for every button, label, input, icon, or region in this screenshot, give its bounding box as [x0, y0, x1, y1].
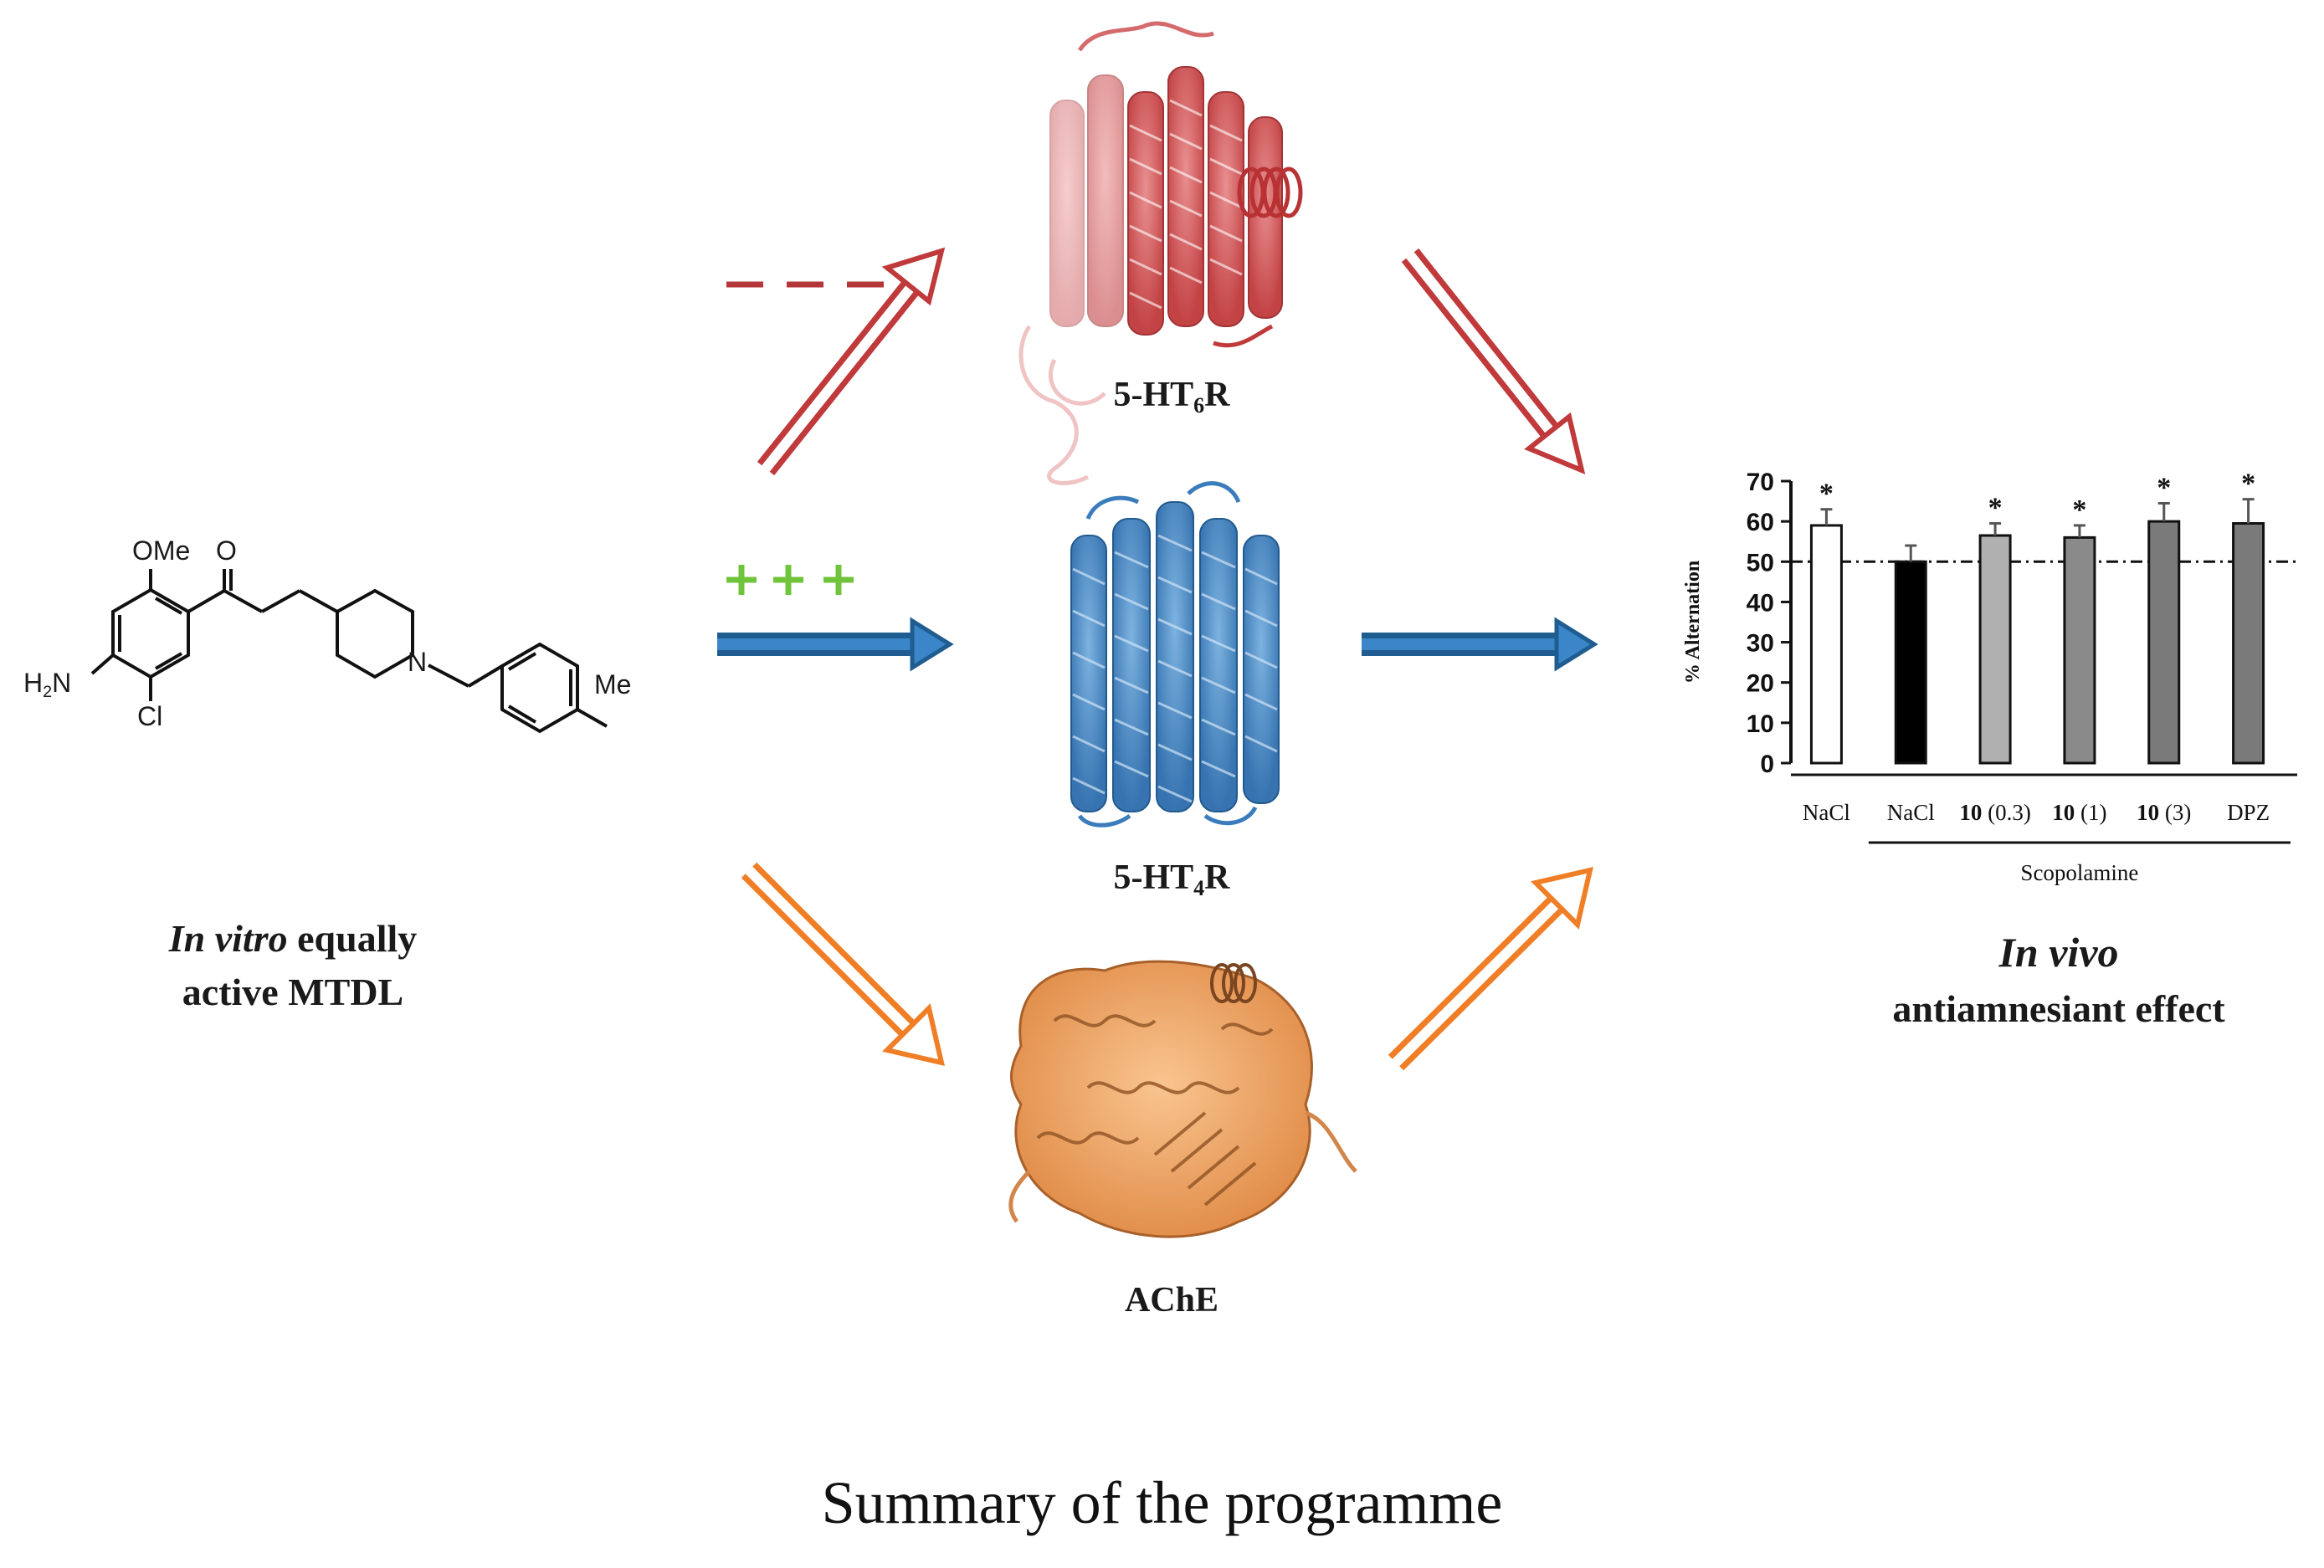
significance-mark: *: [2157, 472, 2171, 503]
ht4-receptor-illustration: [1070, 481, 1280, 828]
mtdl-label: In vitro equally active MTDL: [100, 912, 485, 1019]
plus-signs: [726, 565, 854, 595]
ache-label: AChE: [1124, 1281, 1219, 1319]
y-tick-label: 60: [1747, 509, 1774, 536]
atom-o: O: [216, 535, 237, 566]
bar-5: [2232, 522, 2265, 765]
significance-mark: *: [1819, 479, 1834, 510]
y-tick-label: 30: [1747, 630, 1774, 658]
atom-h2n-sub: 2: [43, 682, 53, 701]
effect-line2: antiamnesiant effect: [1892, 987, 2225, 1030]
y-axis-label: % Alternation: [1682, 561, 1704, 684]
ht4-label: 5-HT4R: [1054, 858, 1289, 901]
atom-h2n: H2N: [23, 668, 71, 702]
figure-caption: Summary of the programme: [821, 1469, 1503, 1536]
category-label: NaCl: [1803, 800, 1850, 825]
mtdl-label-rest: equally: [287, 917, 418, 960]
blue-arrow-left: [717, 617, 954, 672]
y-tick-label: 70: [1747, 469, 1774, 496]
bar-2: [1978, 534, 2012, 765]
category-label: NaCl: [1887, 800, 1935, 825]
ht4-sub: 4: [1193, 875, 1205, 900]
y-tick-label: 50: [1747, 549, 1774, 576]
red-arrow-up: [757, 247, 946, 476]
ht4-suffix: R: [1204, 858, 1230, 897]
significance-mark: *: [2072, 494, 2086, 525]
blue-arrow-right: [1362, 617, 1598, 672]
significance-mark: *: [2241, 469, 2255, 500]
orange-arrow-up: [1388, 866, 1594, 1071]
mtdl-label-italic: In vitro: [168, 917, 288, 960]
mtdl-label-line2: active MTDL: [182, 971, 404, 1013]
atom-h2n-h: H: [23, 668, 44, 698]
atom-me: Me: [594, 669, 632, 699]
ht6-label: 5-HT6R: [1054, 375, 1289, 418]
ht6-suffix: R: [1204, 376, 1230, 414]
y-tick-label: 0: [1760, 751, 1774, 778]
y-tick-label: 40: [1747, 589, 1774, 617]
orange-arrow-down: [741, 862, 946, 1067]
significance-mark: *: [1988, 493, 2003, 524]
effect-line1: In vivo: [1998, 929, 2119, 976]
ache-illustration: [1008, 960, 1357, 1238]
category-label: 10 (1): [2052, 800, 2106, 825]
atom-ome: OMe: [132, 535, 191, 566]
bar-0: [1809, 524, 1843, 765]
atom-h2n-n: N: [52, 668, 72, 698]
ht6-receptor-illustration: [1018, 21, 1303, 485]
bar-4: [2147, 520, 2181, 765]
y-tick-label: 10: [1747, 710, 1774, 738]
category-label: 10 (0.3): [1959, 800, 2030, 825]
ht6-prefix: 5-HT: [1113, 376, 1194, 414]
bar-3: [2063, 535, 2096, 765]
y-tick-label: 20: [1747, 670, 1774, 698]
group-label: Scopolamine: [2020, 860, 2138, 885]
category-label: 10 (3): [2137, 800, 2191, 825]
atom-n: N: [408, 647, 428, 677]
atom-cl: Cl: [137, 701, 163, 731]
category-label: DPZ: [2227, 800, 2270, 825]
bar-1: [1894, 560, 1927, 765]
red-arrow-down: [1401, 248, 1586, 475]
ht4-prefix: 5-HT: [1113, 858, 1194, 897]
ht6-sub: 6: [1193, 392, 1205, 418]
effect-label: In vivo antiamnesiant effect: [1824, 925, 2293, 1037]
